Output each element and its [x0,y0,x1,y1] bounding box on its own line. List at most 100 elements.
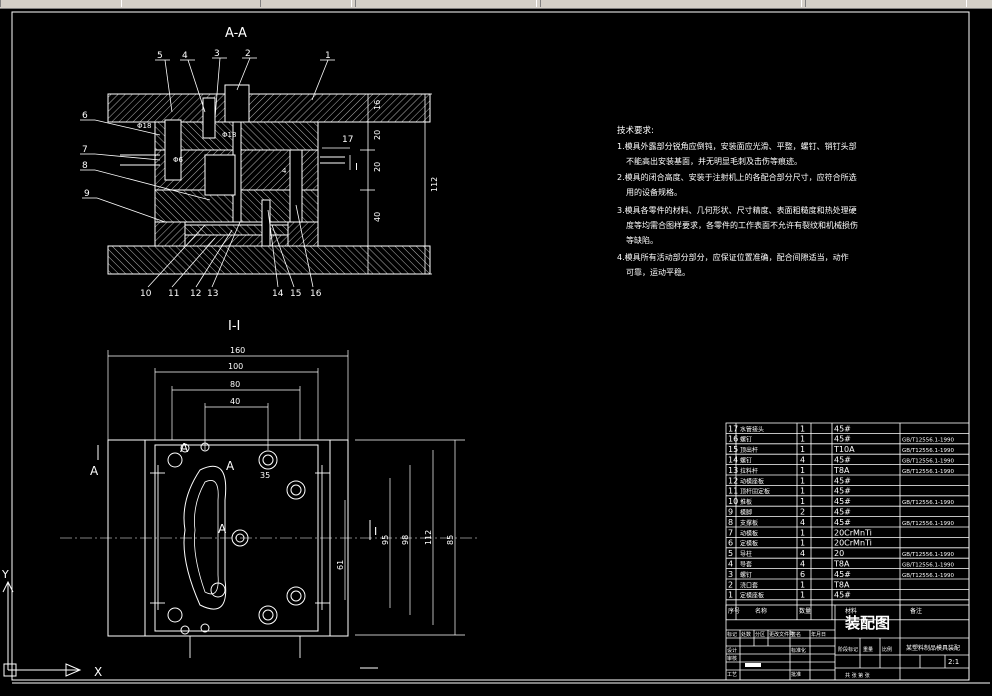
callout-label: 4 [182,51,188,61]
parts-cell-qty: 1 [800,445,805,454]
parts-cell-mat: 20CrMnTi [834,539,872,548]
parts-cell-mat: T8A [833,560,850,569]
callout-label: 13 [207,289,218,299]
parts-cell-qty: 1 [800,476,805,485]
parts-cell-qty: 1 [800,424,805,433]
parts-cell-name: 水管接头 [740,425,764,433]
parts-cell-std: GB/T12556.1-1990 [902,521,954,527]
parts-cell-std: GB/T12556.1-1990 [902,500,954,506]
parts-cell-name: 模脚 [740,509,752,517]
toolbar-segment[interactable] [355,0,537,7]
callout-label: 7 [82,145,88,155]
section-mark-a: A [218,522,227,536]
parts-cell-name: 浇口套 [740,581,758,589]
top-toolbar [0,0,992,9]
parts-cell-no: 1 [728,591,733,600]
parts-cell-qty: 2 [800,508,805,517]
parts-cell-qty: 1 [800,591,805,600]
return-pin [261,199,271,247]
parts-cell-name: 顶杆固定板 [740,488,770,496]
toolbar-segment[interactable] [805,0,967,7]
parts-cell-mat: 45# [834,570,851,579]
dim-text: 40 [373,212,382,222]
cad-canvas[interactable]: A-A [0,9,992,692]
dim-text: 20 [373,162,382,172]
callout-label: 3 [214,49,220,59]
tb-label: 签名 [791,631,801,638]
dim-text: 160 [230,346,245,355]
parts-cell-std: GB/T12556.1-1990 [902,573,954,579]
callout-label: 12 [190,289,201,299]
section-aa-title: A-A [225,26,247,41]
parts-cell-qty: 1 [800,539,805,548]
parts-cell-name: 拉料杆 [740,467,758,475]
ucs-icon [2,580,82,677]
dim-text: 61 [336,560,345,570]
callout-label: 17 [342,135,353,145]
bottom-clamp-plate [107,245,431,275]
parts-cell-std: GB/T12556.1-1990 [902,552,954,558]
toolbar-segment[interactable] [260,0,352,7]
parts-cell-name: 定模座板 [740,592,764,600]
parts-cell-mat: 45# [834,497,851,506]
parts-cell-qty: 4 [800,518,805,527]
tb-label: 标记 [727,631,737,638]
parts-cell-name: 螺钉 [740,436,752,444]
parts-cell-no: 16 [728,435,738,444]
parts-cell-name: 动模板 [740,529,758,537]
parts-cell-mat: T8A [833,580,850,589]
parts-header-no: 序号 [728,607,740,615]
parts-cell-mat: 45# [834,508,851,517]
callout-label: 15 [290,289,301,299]
tb-label: 阶段标记 [838,646,858,653]
parts-cell-qty: 1 [800,487,805,496]
toolbar-segment[interactable] [0,0,122,7]
parts-cell-mat: 45# [834,424,851,433]
spacer-block-right [287,221,319,247]
dim-text: 85 [446,535,455,545]
callout-label: 9 [84,189,90,199]
dim-text: 16 [373,100,382,110]
parts-cell-qty: 6 [800,570,805,579]
section-ii-view: I-I 160 100 80 40 35 61 95 98 112 [60,319,480,669]
tech-req-line: 等缺陷。 [626,235,658,245]
tb-label: 重量 [863,646,873,653]
parts-cell-no: 2 [728,580,733,589]
tb-label: 更改文件号 [769,631,794,638]
section-mark-i: I [374,525,377,538]
callout-label: 10 [140,289,152,299]
section-aa-view: A-A [80,26,439,299]
parts-cell-mat: 45# [834,435,851,444]
dimension-chain-right [360,93,432,275]
parts-cell-name: 定模板 [740,540,758,548]
drawing-svg: A-A [1,11,990,684]
dim-text-total: 112 [430,177,439,192]
screw-hole [202,97,216,139]
parts-cell-name: 螺钉 [740,457,752,465]
tech-req-line: 3.模具各零件的材料、几何形状、尺寸精度、表面粗糙度和热处理硬 [617,205,857,215]
drawing-title: 装配图 [844,614,890,632]
ejector-pin [289,149,303,223]
parts-cell-no: 13 [728,466,738,475]
tb-label: 年月日 [811,631,826,638]
top-clamp-plate [107,93,431,123]
cavity [204,154,236,196]
guide-hole [286,480,306,500]
tb-label: 比例 [882,646,892,653]
dim-text: Φ6 [173,156,184,164]
sprue-hole [231,529,249,547]
screw-hole [167,452,183,468]
company-name: 某塑料制品模具装配 [906,644,960,652]
toolbar-segment[interactable] [540,0,802,7]
parts-cell-qty: 1 [800,497,805,506]
guide-pillar [164,119,182,181]
parts-cell-mat: T10A [833,445,855,454]
parts-cell-no: 6 [728,539,733,548]
cavity-outline [183,465,227,610]
parts-cell-no: 10 [728,497,738,506]
dim-text: 4 [282,167,287,175]
dim-text: 100 [228,362,243,371]
tech-req-line: 用的设备规格。 [626,187,682,197]
parts-cell-no: 4 [728,560,733,569]
